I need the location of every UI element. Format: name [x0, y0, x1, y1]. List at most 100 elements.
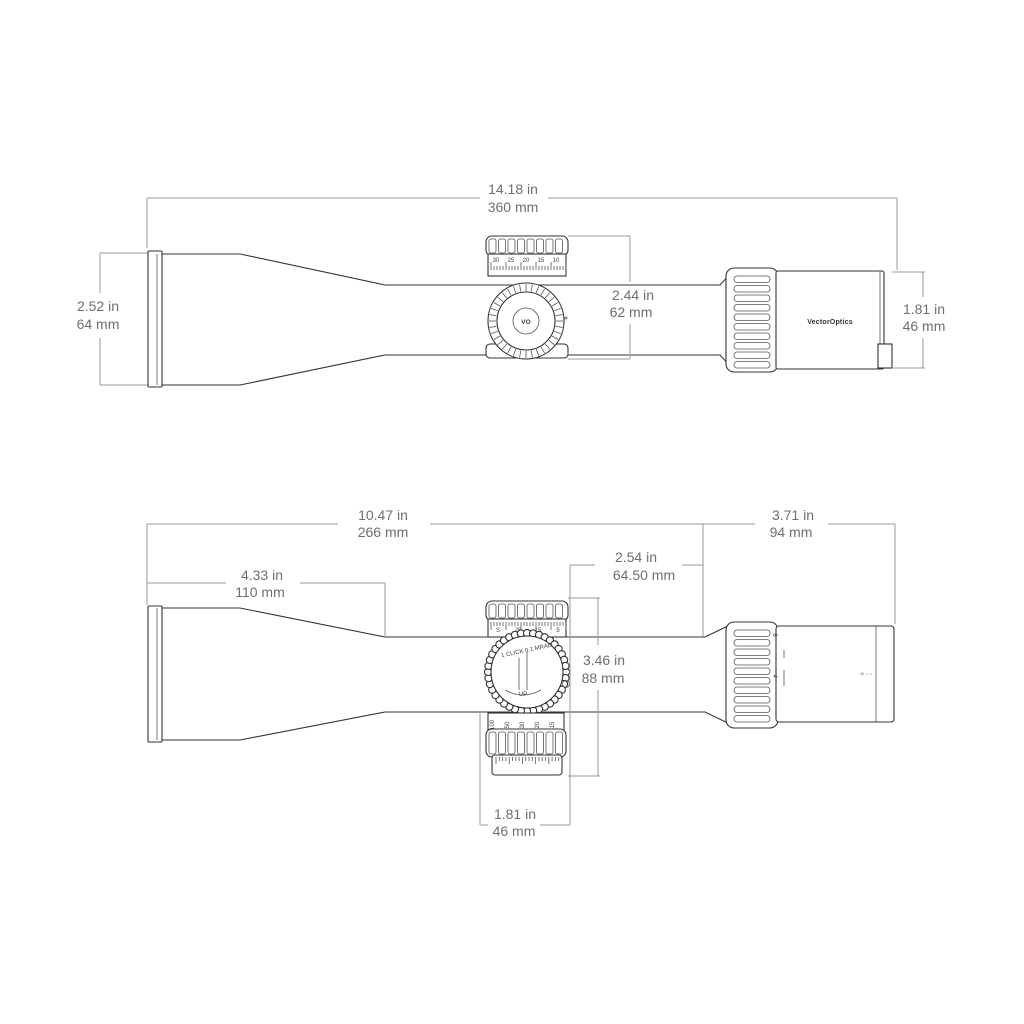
eyepiece-length-dimension: 3.71 in 94 mm [703, 507, 896, 624]
knob-serration-line [535, 286, 540, 293]
turret-knurl [536, 238, 544, 254]
eyepiece-ring-top [725, 267, 779, 373]
overall-length-mm: 360 mm [488, 199, 539, 215]
knob-serration-line [497, 296, 504, 303]
scope-body-side [147, 605, 733, 743]
parallax-mark-label: 15 [550, 721, 556, 728]
elevation-mark-label: 25 [508, 258, 515, 264]
eyepiece-rib [733, 667, 771, 675]
diopter-mark-icon: ✧ ◦ ◦ [860, 671, 873, 678]
turret-knurl [517, 731, 525, 755]
eyepiece-rib [733, 686, 771, 694]
side-turret-mark-label: 5 [556, 628, 560, 634]
knob-serration-line [555, 325, 563, 328]
knob-serration-line [497, 339, 504, 346]
knob-serration-line [493, 335, 501, 340]
eyepiece-rib [733, 323, 771, 331]
turret-offset-dimension: 2.54 in 64.50 mm [570, 549, 703, 583]
turret-knurl [488, 731, 497, 755]
eyepiece-rib [733, 351, 771, 359]
turret-height-mm: 62 mm [610, 304, 653, 320]
tube-diameter-dimension: 1.81 in 46 mm [892, 271, 946, 369]
knob-serration-line [512, 349, 517, 356]
turret-knurl [488, 603, 497, 619]
turret-knurl [536, 731, 544, 755]
mag-mark-4: 4 [771, 674, 777, 678]
elevation-mark-label: 20 [523, 258, 530, 264]
knob-serration-line [507, 288, 512, 296]
turret-height-side-in: 3.46 in [583, 652, 625, 668]
eyepiece-rib [733, 715, 771, 723]
eyepiece-rib [733, 639, 771, 647]
tube-diameter-mm: 46 mm [903, 318, 946, 334]
eyepiece-rib [733, 342, 771, 350]
turret-knurl [498, 731, 506, 755]
turret-knurl [507, 603, 516, 619]
elevation-mark-label: 10 [553, 258, 560, 264]
turret-knurl [536, 603, 544, 619]
turret-knurl [507, 731, 516, 755]
tube-diameter-in: 1.81 in [903, 301, 945, 317]
knob-serration-line [489, 314, 497, 317]
eyepiece-length-in: 3.71 in [772, 507, 814, 523]
overall-length-dimension: 14.18 in 360 mm [146, 181, 898, 270]
eyepiece-rib [733, 332, 771, 340]
eyepiece-rib [733, 361, 771, 369]
overall-length-in: 14.18 in [488, 181, 538, 197]
knob-serration-line [551, 302, 559, 307]
turret-knurl [555, 731, 563, 755]
eyepiece-rib [733, 705, 771, 713]
parallax-mark-label: 50 [505, 721, 511, 728]
knob-serration-line [530, 284, 533, 292]
eyepiece-housing-top: VectorOptics [775, 270, 893, 370]
turret-height-dimension: 2.44 in 62 mm [568, 235, 654, 360]
eyepiece-length-mm: 94 mm [770, 524, 813, 540]
windage-knob-side: 1 CLICK 0.1 MRAD UP [483, 628, 571, 716]
knob-serration-line [555, 314, 563, 317]
turret-knurl [517, 603, 525, 619]
turret-knurl [488, 238, 497, 254]
turret-knurl [545, 238, 554, 254]
knob-serration-line [554, 307, 561, 312]
objective-bell-dimension: 4.33 in 110 mm [147, 567, 386, 636]
body-length-mm: 266 mm [358, 524, 409, 540]
knob-serration-line [530, 350, 533, 358]
turret-height-side-dimension: 3.46 in 88 mm [568, 597, 625, 777]
elevation-turret-side: S25155 [485, 600, 569, 638]
turret-knurl [555, 238, 563, 254]
knob-serration-line [554, 330, 561, 335]
knob-serration-line [540, 346, 545, 354]
knob-serration-line [493, 302, 501, 307]
elevation-mark-label: 30 [493, 258, 500, 264]
eyepiece-rib [733, 313, 771, 321]
objective-diameter-in: 2.52 in [77, 298, 119, 314]
turret-knurl [498, 603, 506, 619]
knob-serration-line [544, 343, 551, 350]
eyepiece-rib [733, 304, 771, 312]
objective-diameter-dimension: 2.52 in 64 mm [77, 252, 150, 386]
brand-label: VectorOptics [807, 319, 853, 326]
side-knob-top: VO [485, 282, 569, 360]
top-view: 14.18 in 360 mm 2.52 in 64 mm [77, 181, 946, 388]
objective-bell-mm: 110 mm [235, 584, 285, 600]
eyepiece-rib [733, 696, 771, 704]
eyepiece-rib [733, 658, 771, 666]
turret-width-dimension: 1.81 in 46 mm [493, 806, 536, 839]
knob-serration-line [512, 286, 517, 293]
knob-serration-line [491, 307, 498, 312]
knob-serration-line [551, 335, 559, 340]
turret-knurl [517, 238, 525, 254]
eyepiece-rib [733, 677, 771, 685]
knob-serration-line [519, 350, 522, 358]
knob-serration-line [507, 346, 512, 354]
turret-knurl [526, 238, 535, 254]
turret-knurl [555, 603, 563, 619]
turret-knurl [526, 731, 535, 755]
turret-offset-in: 2.54 in [615, 549, 657, 565]
knob-serration-line [489, 325, 497, 328]
turret-height-side-mm: 88 mm [582, 670, 625, 686]
knob-serration-line [544, 292, 551, 299]
eyepiece-rib [733, 629, 771, 637]
